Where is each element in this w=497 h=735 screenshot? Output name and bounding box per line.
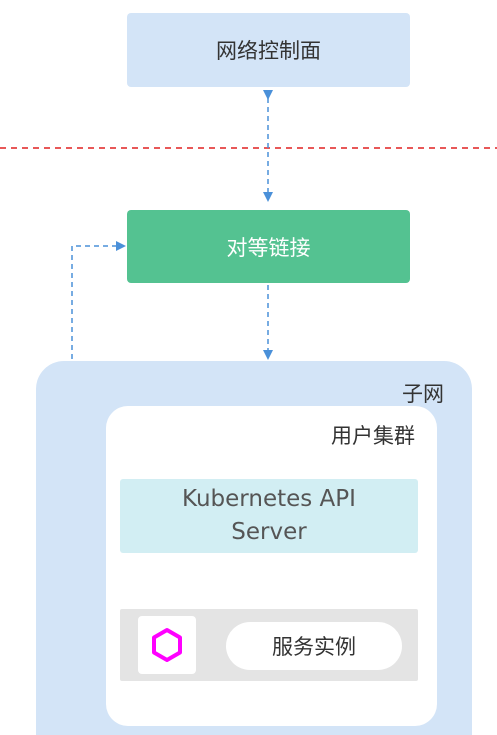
cluster-label: 用户集群	[331, 424, 415, 448]
network-control-plane-box: 网络控制面	[127, 13, 410, 87]
control-plane-label: 网络控制面	[216, 39, 321, 63]
api-server-label-line1: Kubernetes API	[182, 486, 356, 512]
api-server-label-line2: Server	[231, 519, 307, 545]
peering-label: 对等链接	[226, 235, 311, 260]
service-instance-pill: 服务实例	[226, 622, 402, 670]
service-label: 服务实例	[272, 635, 356, 659]
user-cluster-container: 用户集群 Kubernetes API Server 服务实例	[106, 406, 437, 726]
api-server-box: Kubernetes API Server	[120, 479, 418, 553]
peering-connection-box: 对等链接	[127, 210, 410, 283]
subnet-container: 子网 用户集群 Kubernetes API Server 服务实例	[36, 361, 472, 735]
subnet-label: 子网	[402, 382, 444, 406]
service-icon-holder	[138, 616, 196, 674]
hexagon-icon	[152, 628, 182, 662]
service-instance-row: 服务实例	[120, 609, 418, 681]
